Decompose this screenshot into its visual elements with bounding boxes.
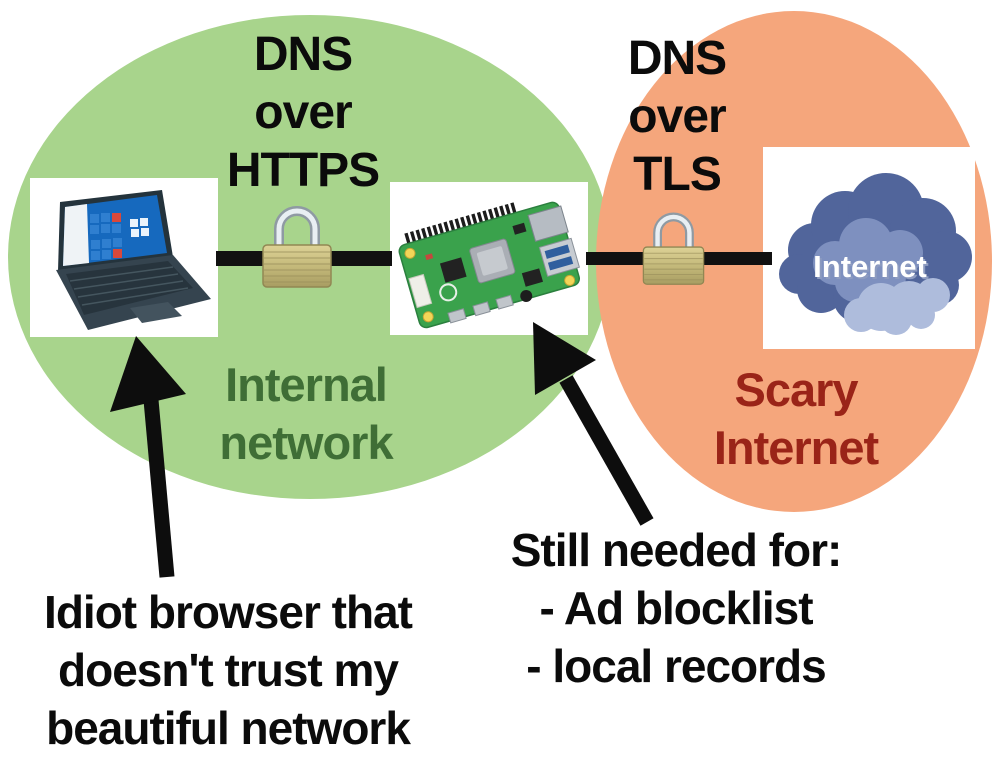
label-line: over (254, 86, 352, 139)
annotation-browser-note: Idiot browser that doesn't trust my beau… (0, 583, 456, 757)
padlock-icon-doh (262, 206, 332, 288)
label-line: network (219, 416, 393, 469)
label-line: DNS (627, 32, 727, 85)
padlock-icon-dot (642, 212, 705, 285)
cloud-label: Internet (813, 249, 927, 284)
label-line: TLS (633, 148, 722, 201)
laptop-icon (56, 190, 211, 330)
label-line: DNS (253, 28, 353, 81)
annotation-line: Idiot browser that (44, 586, 413, 638)
label-internal-network: Internal network (186, 356, 426, 472)
annotation-pi-note: Still needed for: - Ad blocklist - local… (450, 521, 902, 695)
annotation-line: doesn't trust my (58, 644, 399, 696)
label-line: HTTPS (226, 144, 380, 197)
label-scary-internet: Scary Internet (676, 361, 916, 477)
label-dns-over-tls: DNS over TLS (557, 30, 797, 204)
annotation-line: beautiful network (46, 702, 411, 754)
annotation-line: - local records (526, 640, 826, 692)
internet-cloud-icon: Internet (779, 173, 972, 335)
annotation-line: - Ad blocklist (539, 582, 813, 634)
label-line: Scary (734, 363, 858, 416)
label-line: Internet (713, 421, 879, 474)
raspberry-pi-icon (398, 201, 581, 329)
label-line: Internal (225, 358, 388, 411)
annotation-line: Still needed for: (510, 524, 843, 576)
label-dns-over-https: DNS over HTTPS (183, 26, 423, 200)
label-line: over (628, 90, 726, 143)
